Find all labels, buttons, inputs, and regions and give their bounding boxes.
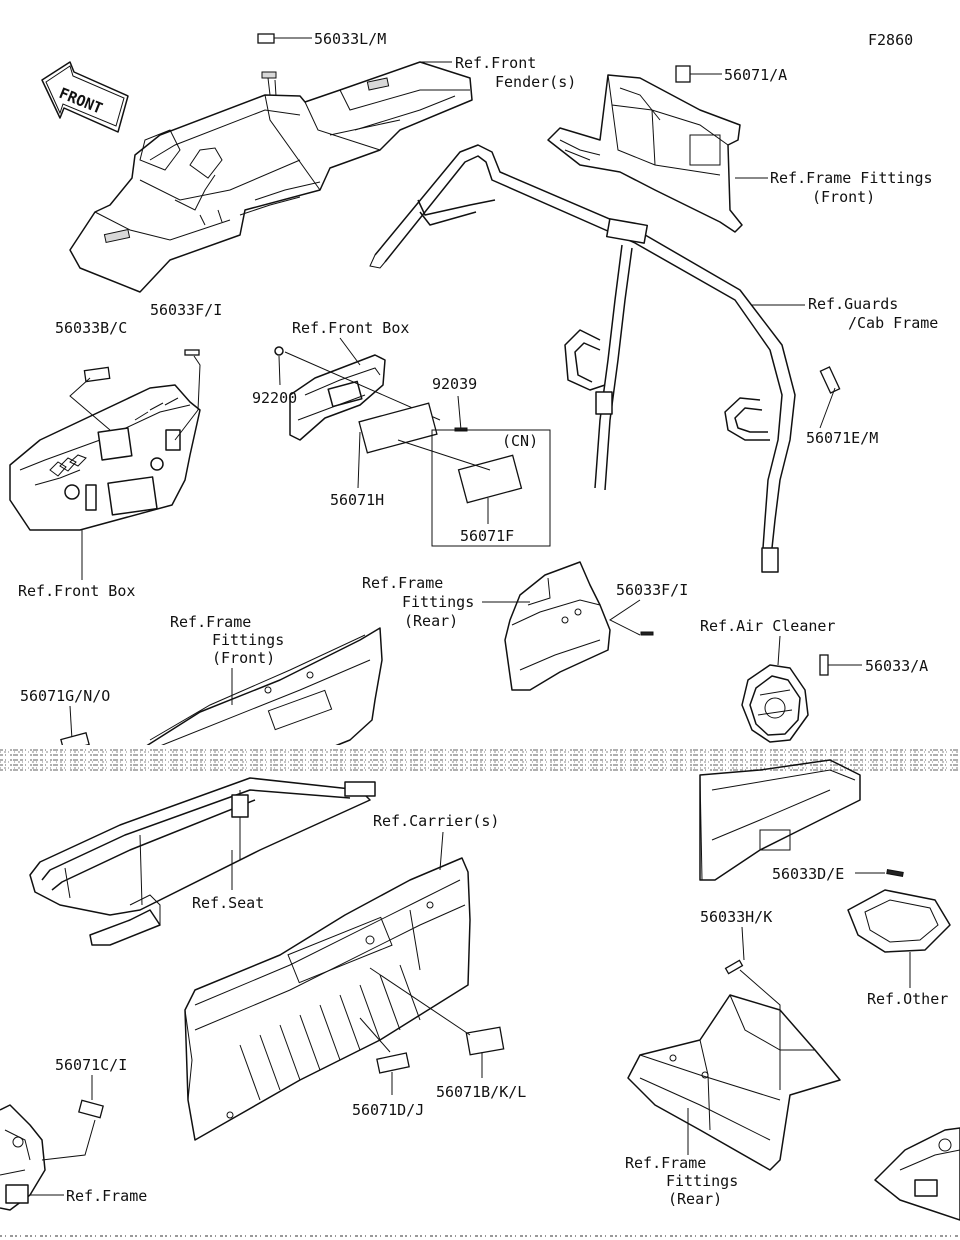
label-56071A: 56071/A bbox=[675, 65, 787, 84]
svg-text:(CN): (CN) bbox=[502, 432, 538, 450]
svg-text:(Front): (Front) bbox=[212, 649, 275, 667]
svg-text:/Cab Frame: /Cab Frame bbox=[848, 314, 938, 332]
svg-text:Ref.Frame: Ref.Frame bbox=[362, 574, 443, 592]
label-56033FI-top: 56033F/I bbox=[150, 301, 222, 441]
carrier-bed bbox=[184, 857, 471, 1141]
figure-code: F2860 bbox=[868, 31, 913, 49]
label-56033BC: 56033B/C bbox=[55, 319, 127, 431]
svg-text:Ref.Carrier(s): Ref.Carrier(s) bbox=[373, 812, 499, 830]
svg-text:92200: 92200 bbox=[252, 389, 297, 407]
label-56071BKL: 56071B/K/L bbox=[369, 967, 526, 1101]
svg-text:56071C/I: 56071C/I bbox=[55, 1056, 127, 1074]
label-frame-bottom: Ref.Frame bbox=[30, 1187, 147, 1205]
svg-text:56033F/I: 56033F/I bbox=[150, 301, 222, 319]
svg-text:Ref.Frame Fittings: Ref.Frame Fittings bbox=[770, 169, 933, 187]
label-56033FI-mid: 56033F/I bbox=[609, 581, 688, 636]
front-fender-assembly bbox=[69, 61, 473, 293]
svg-text:Ref.Front Box: Ref.Front Box bbox=[18, 582, 135, 600]
svg-text:56071/A: 56071/A bbox=[724, 66, 787, 84]
label-56071CI: 56071C/I bbox=[41, 1056, 127, 1161]
svg-text:Ref.Frame: Ref.Frame bbox=[66, 1187, 147, 1205]
label-56071GNO: 56071G/N/O bbox=[20, 687, 110, 752]
svg-text:56071B/K/L: 56071B/K/L bbox=[436, 1083, 526, 1101]
label-front-box-mid: Ref.Front Box bbox=[292, 319, 409, 366]
front-box-lid bbox=[289, 354, 386, 441]
svg-text:56071D/J: 56071D/J bbox=[352, 1101, 424, 1119]
label-92200: 92200 bbox=[252, 346, 441, 421]
label-front-fender: Ref.Front Fender(s) bbox=[420, 54, 576, 91]
label-56071DJ: 56071D/J bbox=[352, 1017, 424, 1119]
svg-text:56071E/M: 56071E/M bbox=[806, 429, 878, 447]
label-air-cleaner: Ref.Air Cleaner bbox=[700, 617, 835, 666]
frame-fittings-rear-bottom bbox=[627, 994, 841, 1171]
svg-text:Ref.Front Box: Ref.Front Box bbox=[292, 319, 409, 337]
svg-text:56071H: 56071H bbox=[330, 491, 384, 509]
label-frame-fittings-front: Ref.Frame Fittings (Front) bbox=[735, 169, 933, 206]
svg-text:Fittings: Fittings bbox=[402, 593, 474, 611]
svg-text:56033F/I: 56033F/I bbox=[616, 581, 688, 599]
svg-text:Fender(s): Fender(s) bbox=[495, 73, 576, 91]
svg-text:Ref.Frame: Ref.Frame bbox=[170, 613, 251, 631]
svg-text:Ref.Front: Ref.Front bbox=[455, 54, 536, 72]
svg-text:Ref.Frame: Ref.Frame bbox=[625, 1154, 706, 1172]
scan-noise-band bbox=[0, 745, 960, 775]
front-box-dashboard bbox=[9, 384, 201, 531]
frame-bottom-right bbox=[874, 1127, 960, 1221]
svg-text:Fittings: Fittings bbox=[212, 631, 284, 649]
svg-text:56071F: 56071F bbox=[460, 527, 514, 545]
svg-text:56033L/M: 56033L/M bbox=[314, 30, 386, 48]
label-frame-fittings-front-rail: Ref.Frame Fittings (Front) bbox=[170, 613, 284, 705]
seat-rail-frame bbox=[29, 777, 376, 946]
svg-text:Ref.Guards: Ref.Guards bbox=[808, 295, 898, 313]
frame-bottom-left bbox=[0, 1104, 46, 1211]
svg-text:(Front): (Front) bbox=[812, 188, 875, 206]
label-carriers: Ref.Carrier(s) bbox=[373, 812, 499, 871]
svg-text:56033D/E: 56033D/E bbox=[772, 865, 844, 883]
label-56033HK: 56033H/K bbox=[700, 908, 781, 1090]
svg-text:92039: 92039 bbox=[432, 375, 477, 393]
label-guards-cab-frame: Ref.Guards /Cab Frame bbox=[752, 295, 938, 332]
label-frame-fittings-rear-bottom: Ref.Frame Fittings (Rear) bbox=[625, 1108, 738, 1208]
svg-text:Ref.Air Cleaner: Ref.Air Cleaner bbox=[700, 617, 835, 635]
label-other: Ref.Other bbox=[867, 990, 948, 1008]
label-front-box-left: Ref.Front Box bbox=[18, 530, 135, 600]
svg-text:56033/A: 56033/A bbox=[865, 657, 928, 675]
air-cleaner bbox=[741, 664, 809, 743]
other-cover-plate bbox=[847, 889, 951, 988]
front-direction-arrow: FRONT bbox=[41, 61, 129, 133]
label-56071EM: 56071E/M bbox=[806, 366, 878, 447]
frame-fittings-front-rail bbox=[139, 627, 383, 761]
cab-frame bbox=[369, 144, 796, 573]
label-56033LM: 56033L/M bbox=[257, 30, 386, 48]
svg-text:(Rear): (Rear) bbox=[668, 1190, 722, 1208]
label-frame-fittings-rear: Ref.Frame Fittings (Rear) bbox=[362, 574, 530, 630]
label-92039: 92039 bbox=[432, 375, 477, 432]
label-56033A: 56033/A bbox=[819, 654, 928, 676]
svg-text:Fittings: Fittings bbox=[666, 1172, 738, 1190]
label-56033DE: 56033D/E bbox=[772, 865, 904, 883]
frame-fittings-front bbox=[547, 74, 743, 233]
svg-text:(Rear): (Rear) bbox=[404, 612, 458, 630]
frame-fittings-side-panel bbox=[699, 759, 861, 881]
svg-text:56033B/C: 56033B/C bbox=[55, 319, 127, 337]
cn-variant-box: (CN) 56071F bbox=[397, 429, 551, 547]
svg-text:Ref.Other: Ref.Other bbox=[867, 990, 948, 1008]
svg-text:56071G/N/O: 56071G/N/O bbox=[20, 687, 110, 705]
frame-fittings-rear bbox=[504, 561, 611, 691]
label-seat: Ref.Seat bbox=[192, 850, 264, 912]
svg-text:Ref.Seat: Ref.Seat bbox=[192, 894, 264, 912]
label-56071H: 56071H bbox=[330, 402, 438, 509]
svg-text:56033H/K: 56033H/K bbox=[700, 908, 772, 926]
